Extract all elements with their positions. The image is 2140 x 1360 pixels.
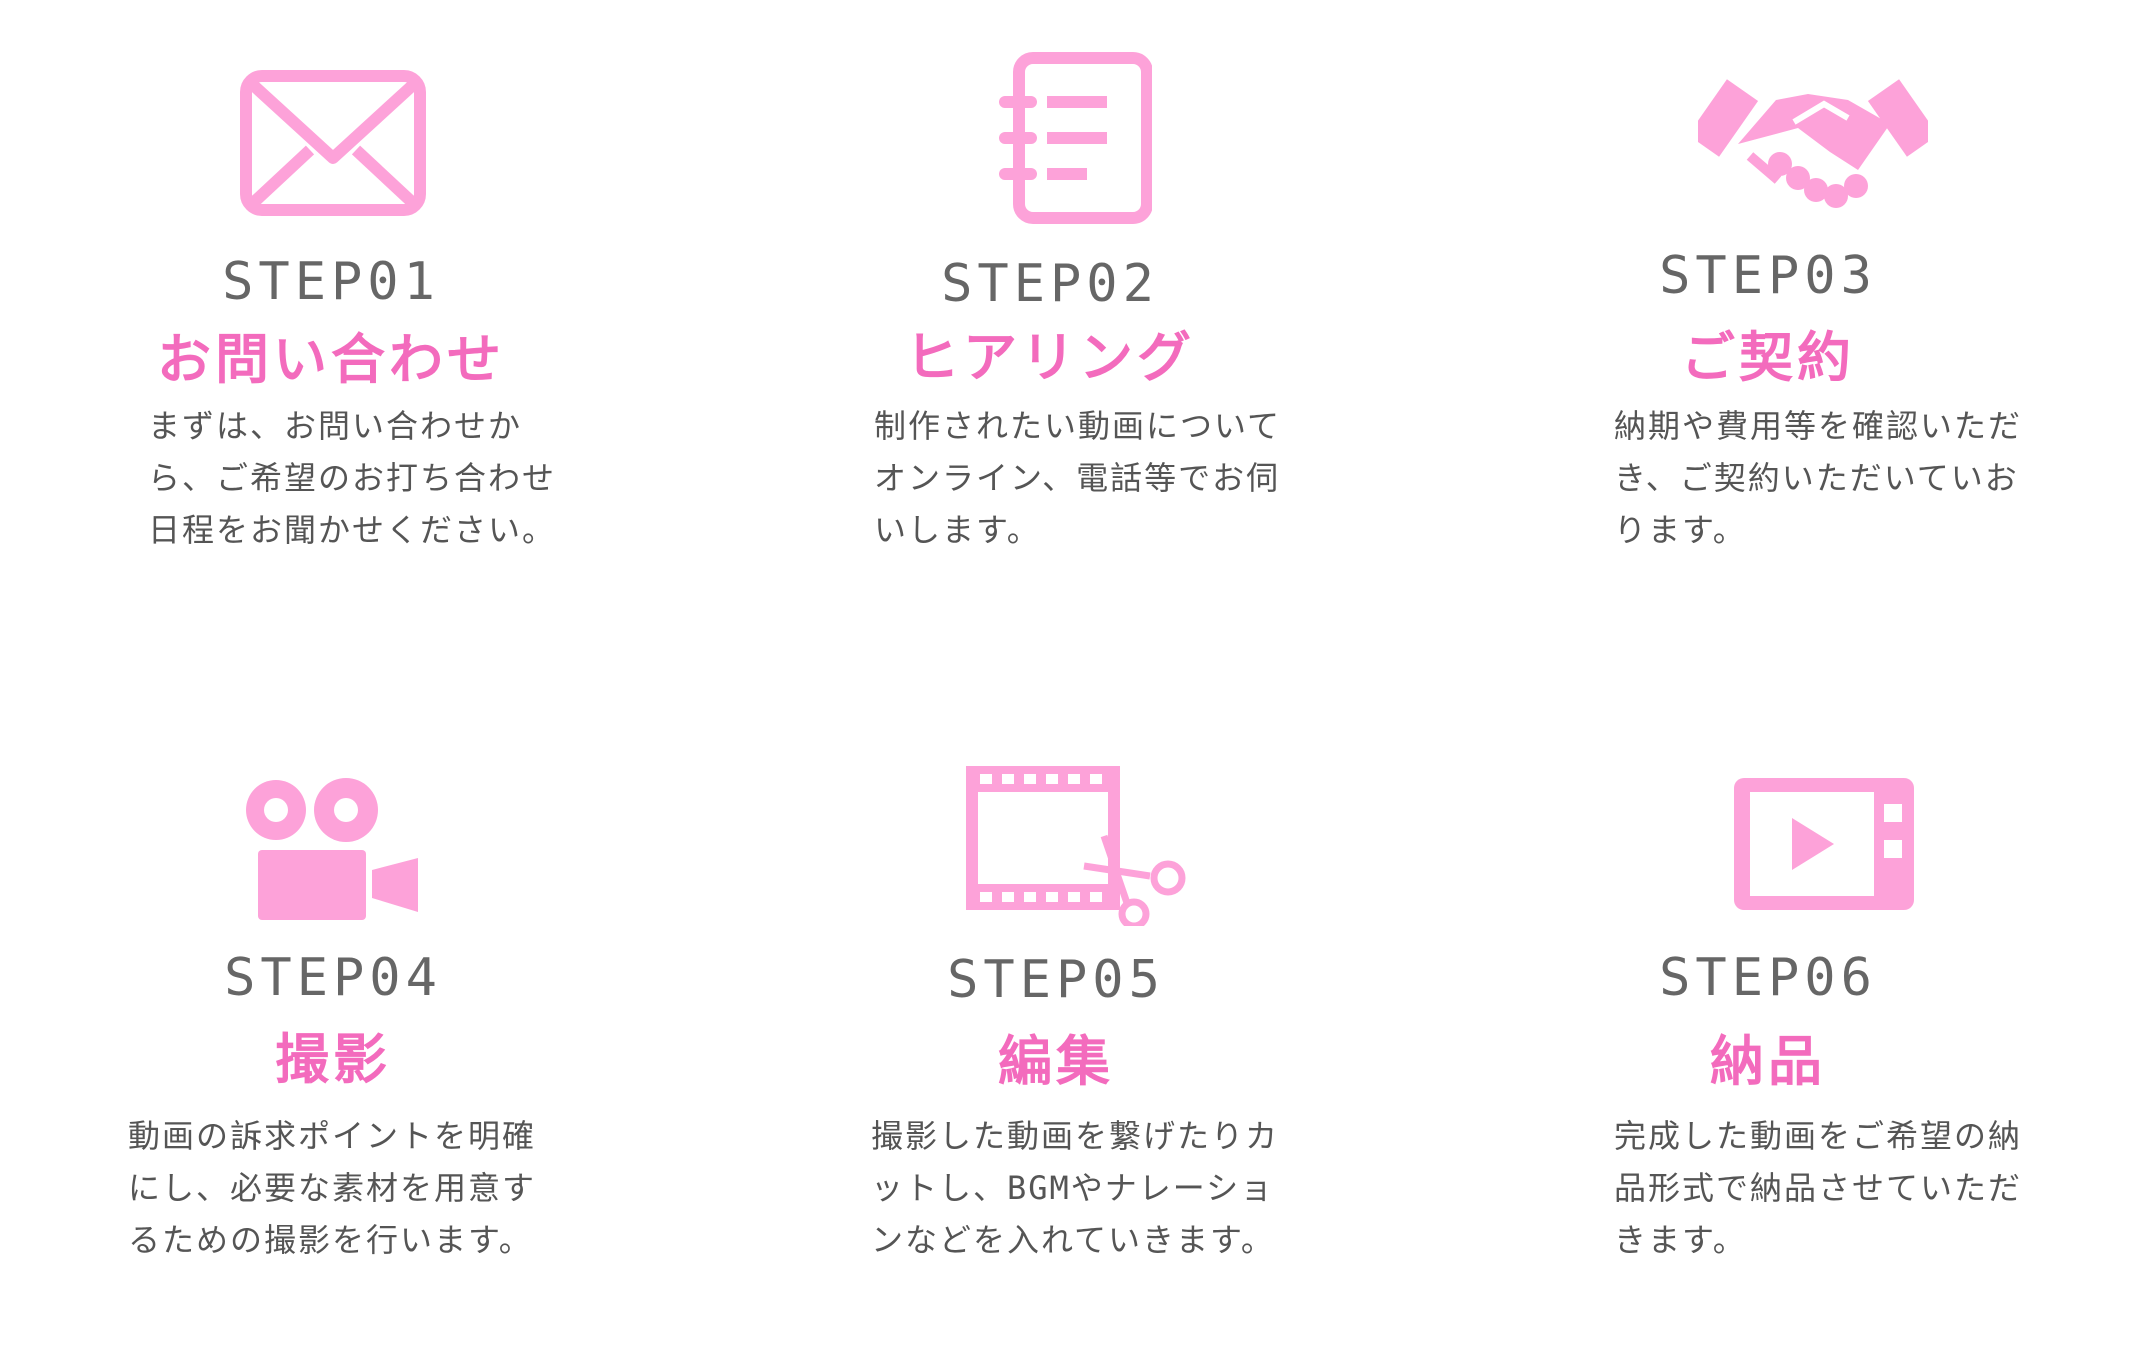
handshake-icon [1698, 79, 1928, 208]
step-title: 納品 [1710, 1030, 1826, 1093]
step-description: まずは、お問い合わせか ら、ご希望のお打ち合わせ 日程をお聞かせください。 [148, 407, 557, 549]
step-label: STEP02 [941, 254, 1159, 314]
monitor-play-icon [1734, 778, 1914, 910]
step-title: お問い合わせ [157, 328, 505, 391]
notebook-icon [999, 52, 1152, 224]
step-description: 完成した動画をご希望の納 品形式で納品させていただ きます。 [1614, 1117, 2023, 1259]
step-title: ご契約 [1681, 326, 1855, 389]
envelope-icon [240, 70, 426, 216]
step-title: ヒアリング [905, 326, 1195, 389]
step-label: STEP01 [222, 252, 440, 312]
step-label: STEP06 [1659, 948, 1877, 1008]
step-description: 撮影した動画を繋げたりカ ットし、BGMやナレーショ ンなどを入れていきます。 [871, 1117, 1280, 1259]
film-scissors-icon [966, 766, 1186, 926]
step-description: 動画の訴求ポイントを明確 にし、必要な素材を用意す るための撮影を行います。 [128, 1117, 537, 1259]
step-label: STEP05 [947, 950, 1165, 1010]
step-title: 撮影 [275, 1028, 391, 1091]
step-label: STEP03 [1659, 246, 1877, 306]
step-description: 納期や費用等を確認いただ き、ご契約いただいていお ります。 [1614, 407, 2023, 549]
step-description: 制作されたい動画について オンライン、電話等でお伺 いします。 [874, 407, 1282, 549]
step-label: STEP04 [224, 948, 442, 1008]
video-camera-icon [246, 778, 418, 920]
step-title: 編集 [998, 1030, 1114, 1093]
